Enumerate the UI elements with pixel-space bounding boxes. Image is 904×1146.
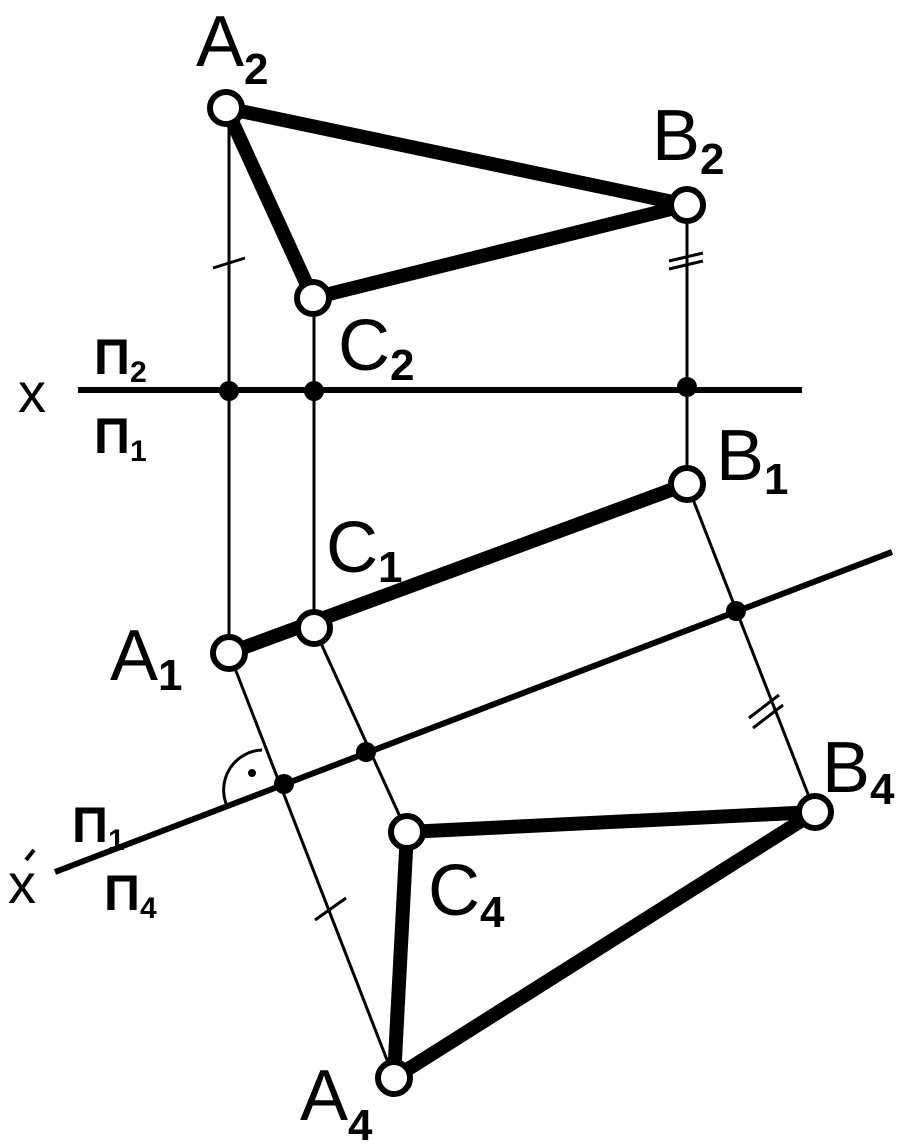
point-c2 xyxy=(294,279,332,317)
label-c4: C4 xyxy=(428,851,505,937)
point-a2 xyxy=(207,89,245,127)
right-angle-arc xyxy=(222,748,263,807)
label-b1: B1 xyxy=(716,416,789,504)
axis-x-upper-plane: П2 xyxy=(94,329,147,389)
triangle-frontal xyxy=(219,101,694,305)
edge-a2-b2 xyxy=(219,101,694,212)
edge-c4-a4 xyxy=(387,825,414,1085)
link-b1-b4 xyxy=(685,483,817,813)
tick-single-upper xyxy=(212,256,246,270)
edge-a4-b4 xyxy=(387,805,822,1085)
point-a4 xyxy=(375,1059,413,1097)
label-c2: C2 xyxy=(338,306,414,390)
link-a1-a4 xyxy=(227,652,396,1079)
label-b2: B2 xyxy=(652,96,725,184)
intersection-dot xyxy=(274,774,294,794)
intersection-dot xyxy=(677,377,697,397)
axis-x-name: x xyxy=(18,361,46,424)
tick-single-lower xyxy=(314,896,347,922)
intersection-dot xyxy=(726,601,746,621)
edge-a2-c2 xyxy=(219,101,320,305)
right-angle-dot xyxy=(248,769,256,777)
link-c1-c4 xyxy=(312,627,409,833)
intersection-dot xyxy=(304,381,324,401)
tick-double-lower-1 xyxy=(748,693,780,720)
label-b4: B4 xyxy=(822,728,895,814)
triangle-true-shape xyxy=(387,805,822,1085)
intersection-dot xyxy=(219,381,239,401)
axis-x1-name: x xyxy=(8,852,36,915)
point-c1 xyxy=(295,609,333,647)
intersection-dot xyxy=(356,742,376,762)
axis-x1 xyxy=(53,549,894,875)
label-a2: A2 xyxy=(196,2,269,94)
point-c4 xyxy=(388,813,426,851)
point-b2 xyxy=(668,186,706,224)
point-b4 xyxy=(796,793,834,831)
axis-x1-labels: x П1 П4 xyxy=(8,797,157,925)
point-b1 xyxy=(668,465,706,503)
label-a1: A1 xyxy=(110,616,183,700)
point-labels: A2 B2 C2 B1 C1 A1 B4 C4 A4 xyxy=(110,2,895,1146)
axis-intersections xyxy=(219,377,746,794)
point-a1 xyxy=(210,634,248,672)
projection-lines xyxy=(227,110,817,1079)
tick-double-upper-2 xyxy=(668,259,704,271)
equal-length-ticks xyxy=(212,251,784,922)
label-c1: C1 xyxy=(326,508,402,592)
points xyxy=(207,89,834,1097)
axis-x-lower-plane: П1 xyxy=(94,408,147,468)
axis-x1-upper-plane: П1 xyxy=(72,797,125,857)
axis-x1-lower-plane: П4 xyxy=(104,865,157,925)
tick-double-upper-1 xyxy=(668,251,704,263)
axis-x-labels: x П2 П1 xyxy=(18,329,147,468)
label-a4: A4 xyxy=(300,1056,373,1146)
axis-x1-prime-mark xyxy=(24,848,36,862)
tick-double-lower-2 xyxy=(752,703,784,730)
edge-c2-b2 xyxy=(306,198,694,305)
edge-c4-b4 xyxy=(400,805,822,839)
